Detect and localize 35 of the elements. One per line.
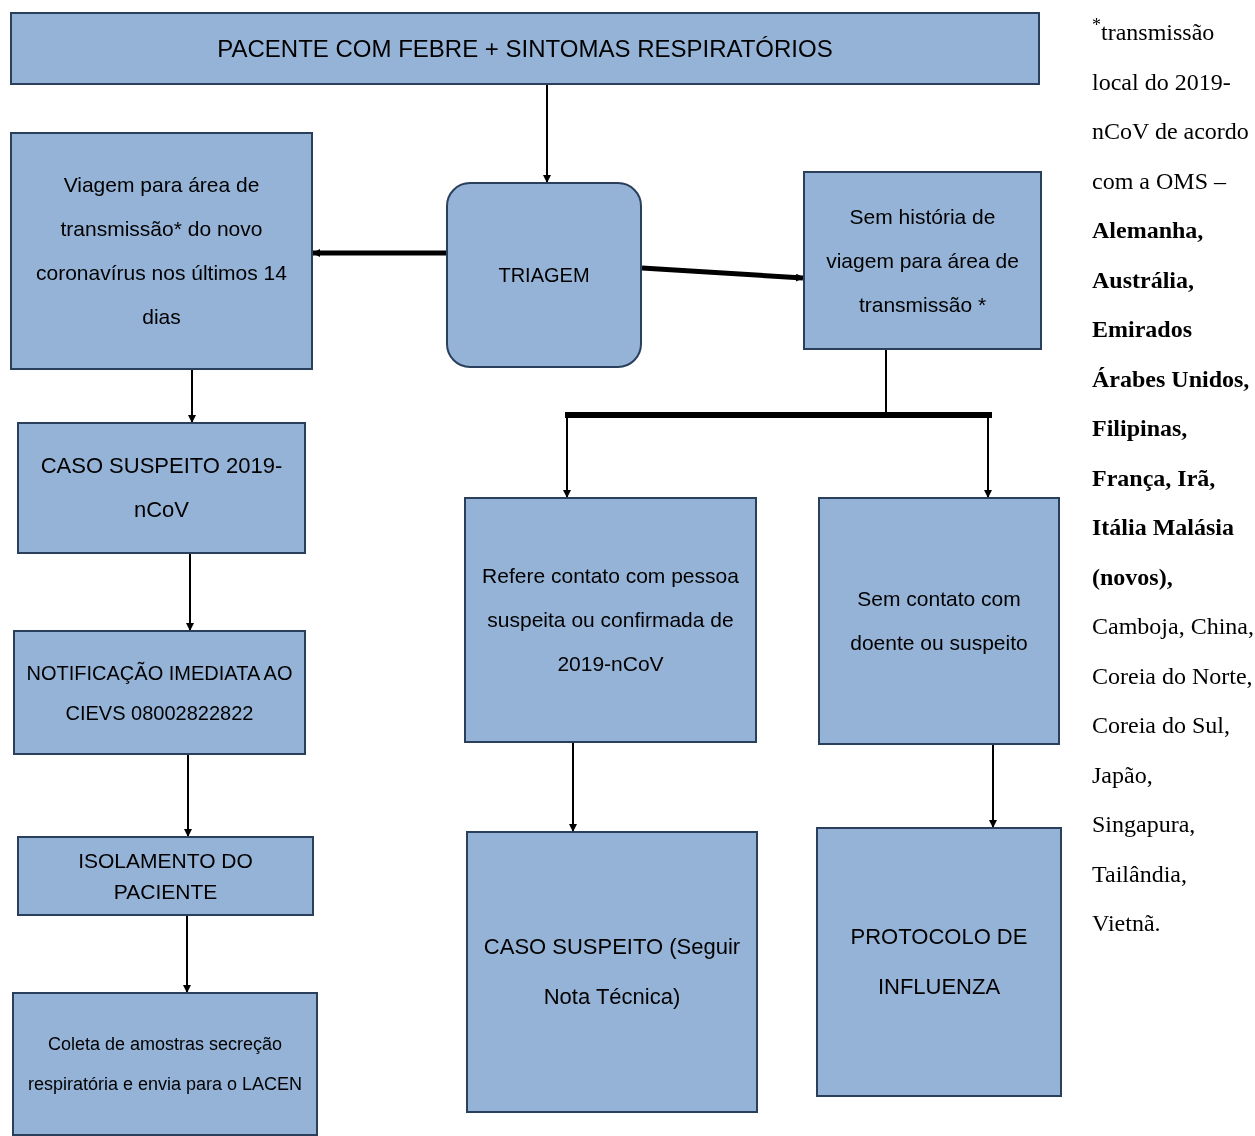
box-text: CASO SUSPEITO (Seguir Nota Técnica) [482,933,742,1011]
arrow [312,249,446,257]
process-box [816,827,1062,1097]
footnote-text: $^{*}$transmissão local do 2019-nCoV de acordo com a OMS – Alemanha, Austrália, Emirados Árabes Unidos, Filipinas, França, Irã, Itália Malásia (novos), Camboja, China, Coreia do Norte, Coreia do Sul, Japão, Singapura, Tailândia, Vietnã. [1092,14,1255,938]
header-box [10,12,1040,85]
arrow [569,742,577,832]
arrow [184,754,192,837]
box-text: TRIAGEM [498,263,590,288]
process-box [13,630,306,755]
process-box [818,497,1060,745]
arrow [186,553,194,631]
process-box [17,836,314,916]
arrow [188,369,196,423]
box-text: PACENTE COM FEBRE + SINTOMAS RESPIRATÓRIOS [217,33,833,64]
process-box [803,171,1042,350]
box-text: Refere contato com pessoa suspeita ou confirmada de 2019-nCoV [481,563,740,677]
arrow [543,84,551,183]
box-text: CASO SUSPEITO 2019-nCoV [39,452,284,524]
box-text: PROTOCOLO DE INFLUENZA [849,923,1029,1001]
arrow [183,915,191,993]
process-box [466,831,758,1113]
process-box [12,992,318,1136]
box-text: Sem contato com doente ou suspeito [849,586,1029,656]
box-text: ISOLAMENTO DO PACIENTE [77,847,254,905]
arrow [641,265,804,282]
box-text: NOTIFICAÇÃO IMEDIATA AO CIEVS 08002822822 [25,660,294,726]
process-box [10,132,313,370]
process-box [17,422,306,554]
box-text: Coleta de amostras secreção respiratória e envia para o LACEN [26,1033,304,1096]
box-text: Viagem para área de transmissão* do novo coronavírus nos últimos 14 dias [35,172,288,330]
arrow [885,349,992,498]
process-box [464,497,757,743]
box-text: Sem história de viagem para área de transmissão * [825,203,1020,318]
rounded-process-box [446,182,642,368]
arrow [989,744,997,828]
